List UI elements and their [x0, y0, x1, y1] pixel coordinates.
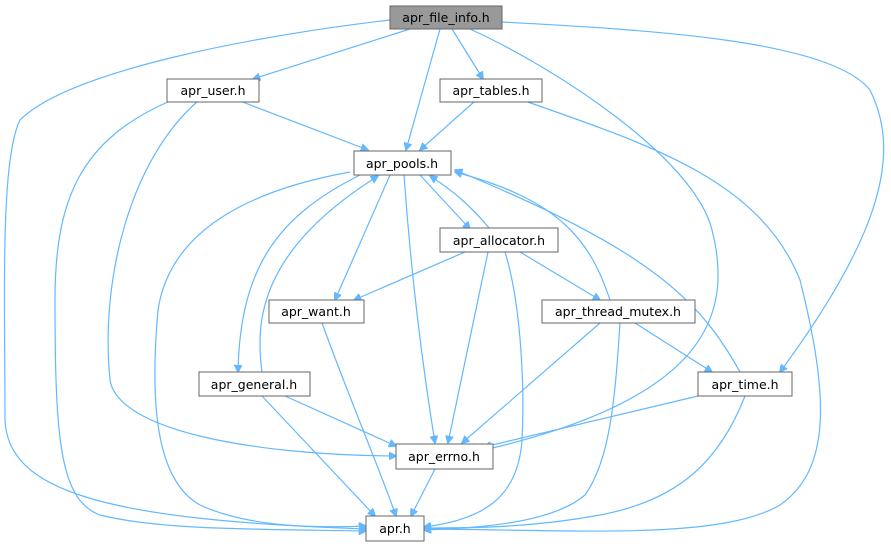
- edge-apr-thread-mutex-to-apr-pools: [455, 172, 611, 301]
- edge-apr-pools-to-apr-allocator: [419, 174, 470, 229]
- node-apr-file-info[interactable]: apr_file_info.h: [389, 5, 503, 30]
- node-label-apr-allocator: apr_allocator.h: [453, 233, 545, 248]
- edge-apr-general-to-apr-errno: [284, 395, 396, 446]
- edge-apr-file-info-to-apr-time: [501, 21, 885, 372]
- edge-apr-general-to-apr-pools: [259, 176, 378, 373]
- edge-apr-file-info-to-apr-errno: [469, 28, 719, 450]
- edge-apr-allocator-to-apr-want: [354, 251, 466, 300]
- edge-apr-pools-to-apr-general: [238, 174, 361, 372]
- node-apr[interactable]: apr.h: [365, 515, 425, 542]
- node-apr-thread-mutex[interactable]: apr_thread_mutex.h: [541, 299, 696, 324]
- node-apr-general[interactable]: apr_general.h: [198, 371, 311, 397]
- node-label-apr-pools: apr_pools.h: [366, 156, 438, 171]
- edge-apr-file-info-to-apr-pools: [406, 28, 441, 150]
- edge-apr-tables-to-apr: [424, 100, 822, 531]
- node-apr-errno[interactable]: apr_errno.h: [395, 443, 494, 470]
- nodes-layer: apr_file_info.h apr_user.h apr_tables.h …: [166, 5, 793, 542]
- node-apr-user[interactable]: apr_user.h: [166, 78, 260, 103]
- edge-apr-errno-to-apr: [411, 468, 436, 516]
- edge-apr-user-to-apr: [54, 100, 366, 531]
- edge-apr-time-to-apr: [424, 395, 746, 528]
- node-label-apr-file-info: apr_file_info.h: [402, 10, 489, 25]
- node-label-apr-general: apr_general.h: [211, 377, 297, 392]
- node-apr-allocator[interactable]: apr_allocator.h: [439, 227, 559, 253]
- edge-apr-pools-to-apr-want: [335, 174, 391, 300]
- edge-apr-user-to-apr-errno: [107, 100, 396, 456]
- node-label-apr-tables: apr_tables.h: [452, 83, 529, 98]
- edge-apr-tables-to-apr-pools: [420, 100, 476, 150]
- edge-apr-thread-mutex-to-apr-time: [634, 322, 712, 372]
- edge-apr-allocator-to-apr-thread-mutex: [519, 251, 600, 300]
- node-label-apr: apr.h: [379, 521, 410, 536]
- edge-apr-allocator-to-apr-errno: [448, 251, 489, 443]
- node-apr-time[interactable]: apr_time.h: [697, 371, 793, 397]
- edge-apr-time-to-apr-errno: [484, 395, 699, 447]
- node-label-apr-errno: apr_errno.h: [408, 449, 480, 464]
- node-label-apr-thread-mutex: apr_thread_mutex.h: [555, 304, 681, 319]
- edge-apr-file-info-to-apr-user: [253, 28, 411, 79]
- node-label-apr-time: apr_time.h: [711, 377, 778, 392]
- edge-apr-file-info-to-apr: [3, 19, 391, 529]
- edge-apr-want-to-apr: [321, 322, 396, 516]
- edge-apr-file-info-to-apr-tables: [451, 28, 483, 79]
- node-apr-tables[interactable]: apr_tables.h: [439, 78, 543, 103]
- edge-apr-time-to-apr-pools: [455, 170, 741, 373]
- edge-apr-allocator-to-apr-pools: [430, 176, 491, 230]
- edge-apr-pools-to-apr: [154, 171, 366, 527]
- edge-apr-pools-to-apr-errno: [403, 174, 435, 443]
- node-apr-pools[interactable]: apr_pools.h: [353, 150, 452, 176]
- edge-apr-thread-mutex-to-apr-errno: [462, 322, 601, 443]
- node-label-apr-user: apr_user.h: [181, 83, 246, 98]
- edge-apr-general-to-apr: [261, 395, 375, 516]
- edge-apr-user-to-apr-pools: [239, 100, 368, 150]
- edge-apr-allocator-to-apr: [424, 251, 524, 527]
- node-apr-want[interactable]: apr_want.h: [268, 299, 365, 324]
- edges-layer: [3, 19, 885, 531]
- node-label-apr-want: apr_want.h: [281, 304, 351, 319]
